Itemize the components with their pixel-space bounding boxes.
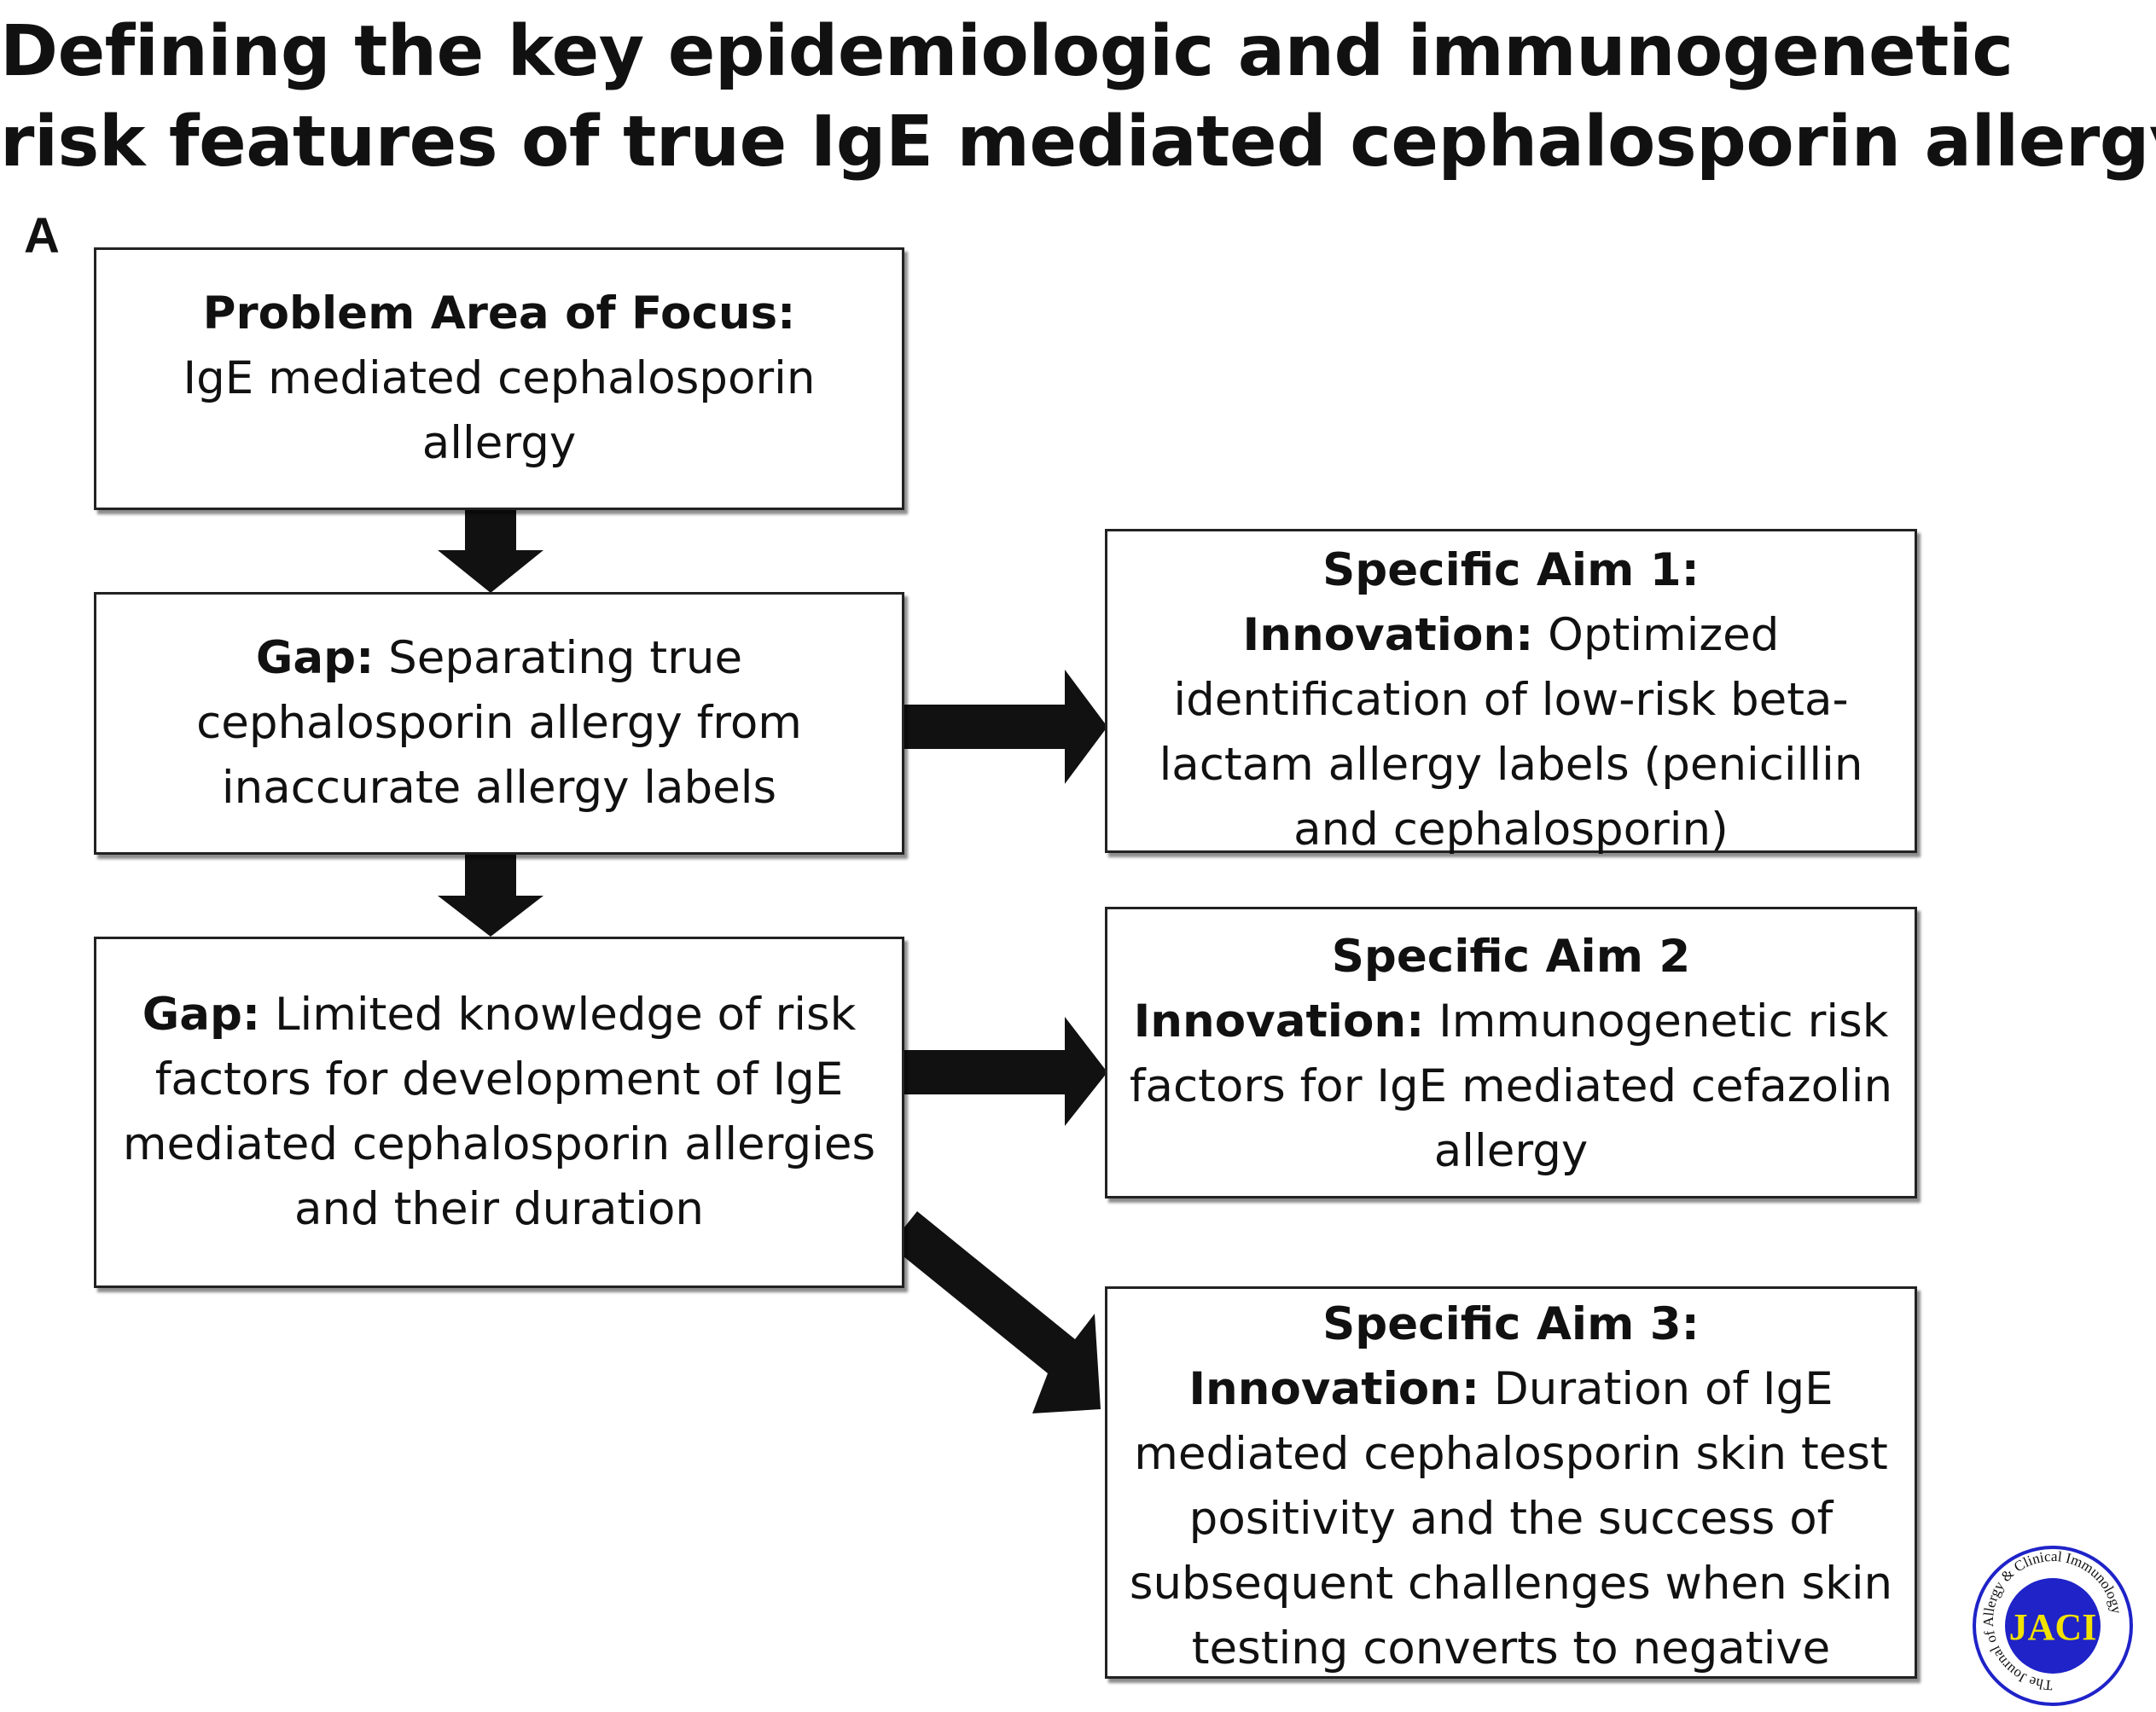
title-line-2: risk features of true IgE mediated cepha… (0, 102, 2156, 183)
aim1-line-4: and cephalosporin) (1293, 804, 1729, 856)
gap1-box: Gap: Separating true cephalosporin aller… (94, 592, 904, 855)
aim3-box: Specific Aim 3: Innovation: Duration of … (1105, 1286, 1917, 1679)
problem-line-1: IgE mediated cephalosporin (183, 352, 816, 404)
aim1-line-2: identification of low-risk beta- (1173, 674, 1849, 726)
arrow-right-2 (903, 1017, 1107, 1126)
aim1-innovation-label: Innovation: (1242, 609, 1534, 661)
aim3-innovation-label: Innovation: (1188, 1363, 1480, 1415)
aim3-heading: Specific Aim 3: (1322, 1298, 1700, 1350)
gap1-line-3: inaccurate allergy labels (221, 762, 777, 814)
aim1-box: Specific Aim 1: Innovation: Optimized id… (1105, 529, 1917, 856)
aim3-line-1: Innovation: Duration of IgE (1188, 1357, 1833, 1422)
gap2-line-3: mediated cephalosporin allergies (122, 1118, 876, 1170)
arrow-down-2 (438, 853, 543, 937)
aim2-line-3: allergy (1433, 1125, 1589, 1177)
aim1-line-3: lactam allergy labels (penicillin (1159, 739, 1863, 791)
gap1-line-2: cephalosporin allergy from (196, 697, 802, 749)
aim3-text-1: Duration of IgE (1479, 1363, 1833, 1415)
gap1-line-1: Gap: Separating true (256, 626, 742, 691)
arrow-right-1 (903, 670, 1107, 784)
arrow-down-1 (438, 508, 543, 593)
aim3-line-2: mediated cephalosporin skin test (1134, 1428, 1888, 1480)
arrow-diagonal (890, 1211, 1101, 1413)
aim3-line-5: testing converts to negative (1191, 1622, 1831, 1674)
gap1-label: Gap: (255, 632, 375, 684)
aim3-line-3: positivity and the success of (1188, 1493, 1833, 1545)
aim1-text-1: Optimized (1533, 609, 1780, 661)
problem-line-2: allergy (421, 417, 577, 469)
aim2-heading: Specific Aim 2 (1331, 931, 1691, 983)
gap2-label: Gap: (142, 989, 261, 1041)
logo-abbr: JACI (2009, 1606, 2097, 1648)
gap2-line-2: factors for development of IgE (154, 1053, 844, 1106)
panel-label-a: A (24, 208, 60, 264)
gap2-line-4: and their duration (294, 1183, 704, 1235)
jaci-logo: JACI The Journal of Allergy & Clinical I… (1960, 1546, 2146, 1706)
title-line-1: Defining the key epidemiologic and immun… (0, 11, 2014, 92)
gap2-text-1: Limited knowledge of risk (260, 989, 857, 1041)
aim1-line-1: Innovation: Optimized (1243, 603, 1780, 668)
gap2-box: Gap: Limited knowledge of risk factors f… (94, 937, 904, 1288)
aim2-line-2: factors for IgE mediated cefazolin (1129, 1060, 1893, 1112)
aim1-heading: Specific Aim 1: (1322, 544, 1700, 596)
problem-box: Problem Area of Focus: IgE mediated ceph… (94, 247, 904, 510)
aim2-innovation-label: Innovation: (1133, 995, 1425, 1048)
gap1-text-1: Separating true (374, 632, 743, 684)
aim2-box: Specific Aim 2 Innovation: Immunogenetic… (1105, 907, 1917, 1198)
gap2-line-1: Gap: Limited knowledge of risk (142, 983, 857, 1048)
aim3-line-4: subsequent challenges when skin (1129, 1558, 1893, 1610)
problem-heading: Problem Area of Focus: (202, 287, 796, 339)
aim2-line-1: Innovation: Immunogenetic risk (1134, 989, 1889, 1054)
diagram-title: Defining the key epidemiologic and immun… (0, 7, 2156, 188)
aim2-text-1: Immunogenetic risk (1424, 995, 1889, 1048)
